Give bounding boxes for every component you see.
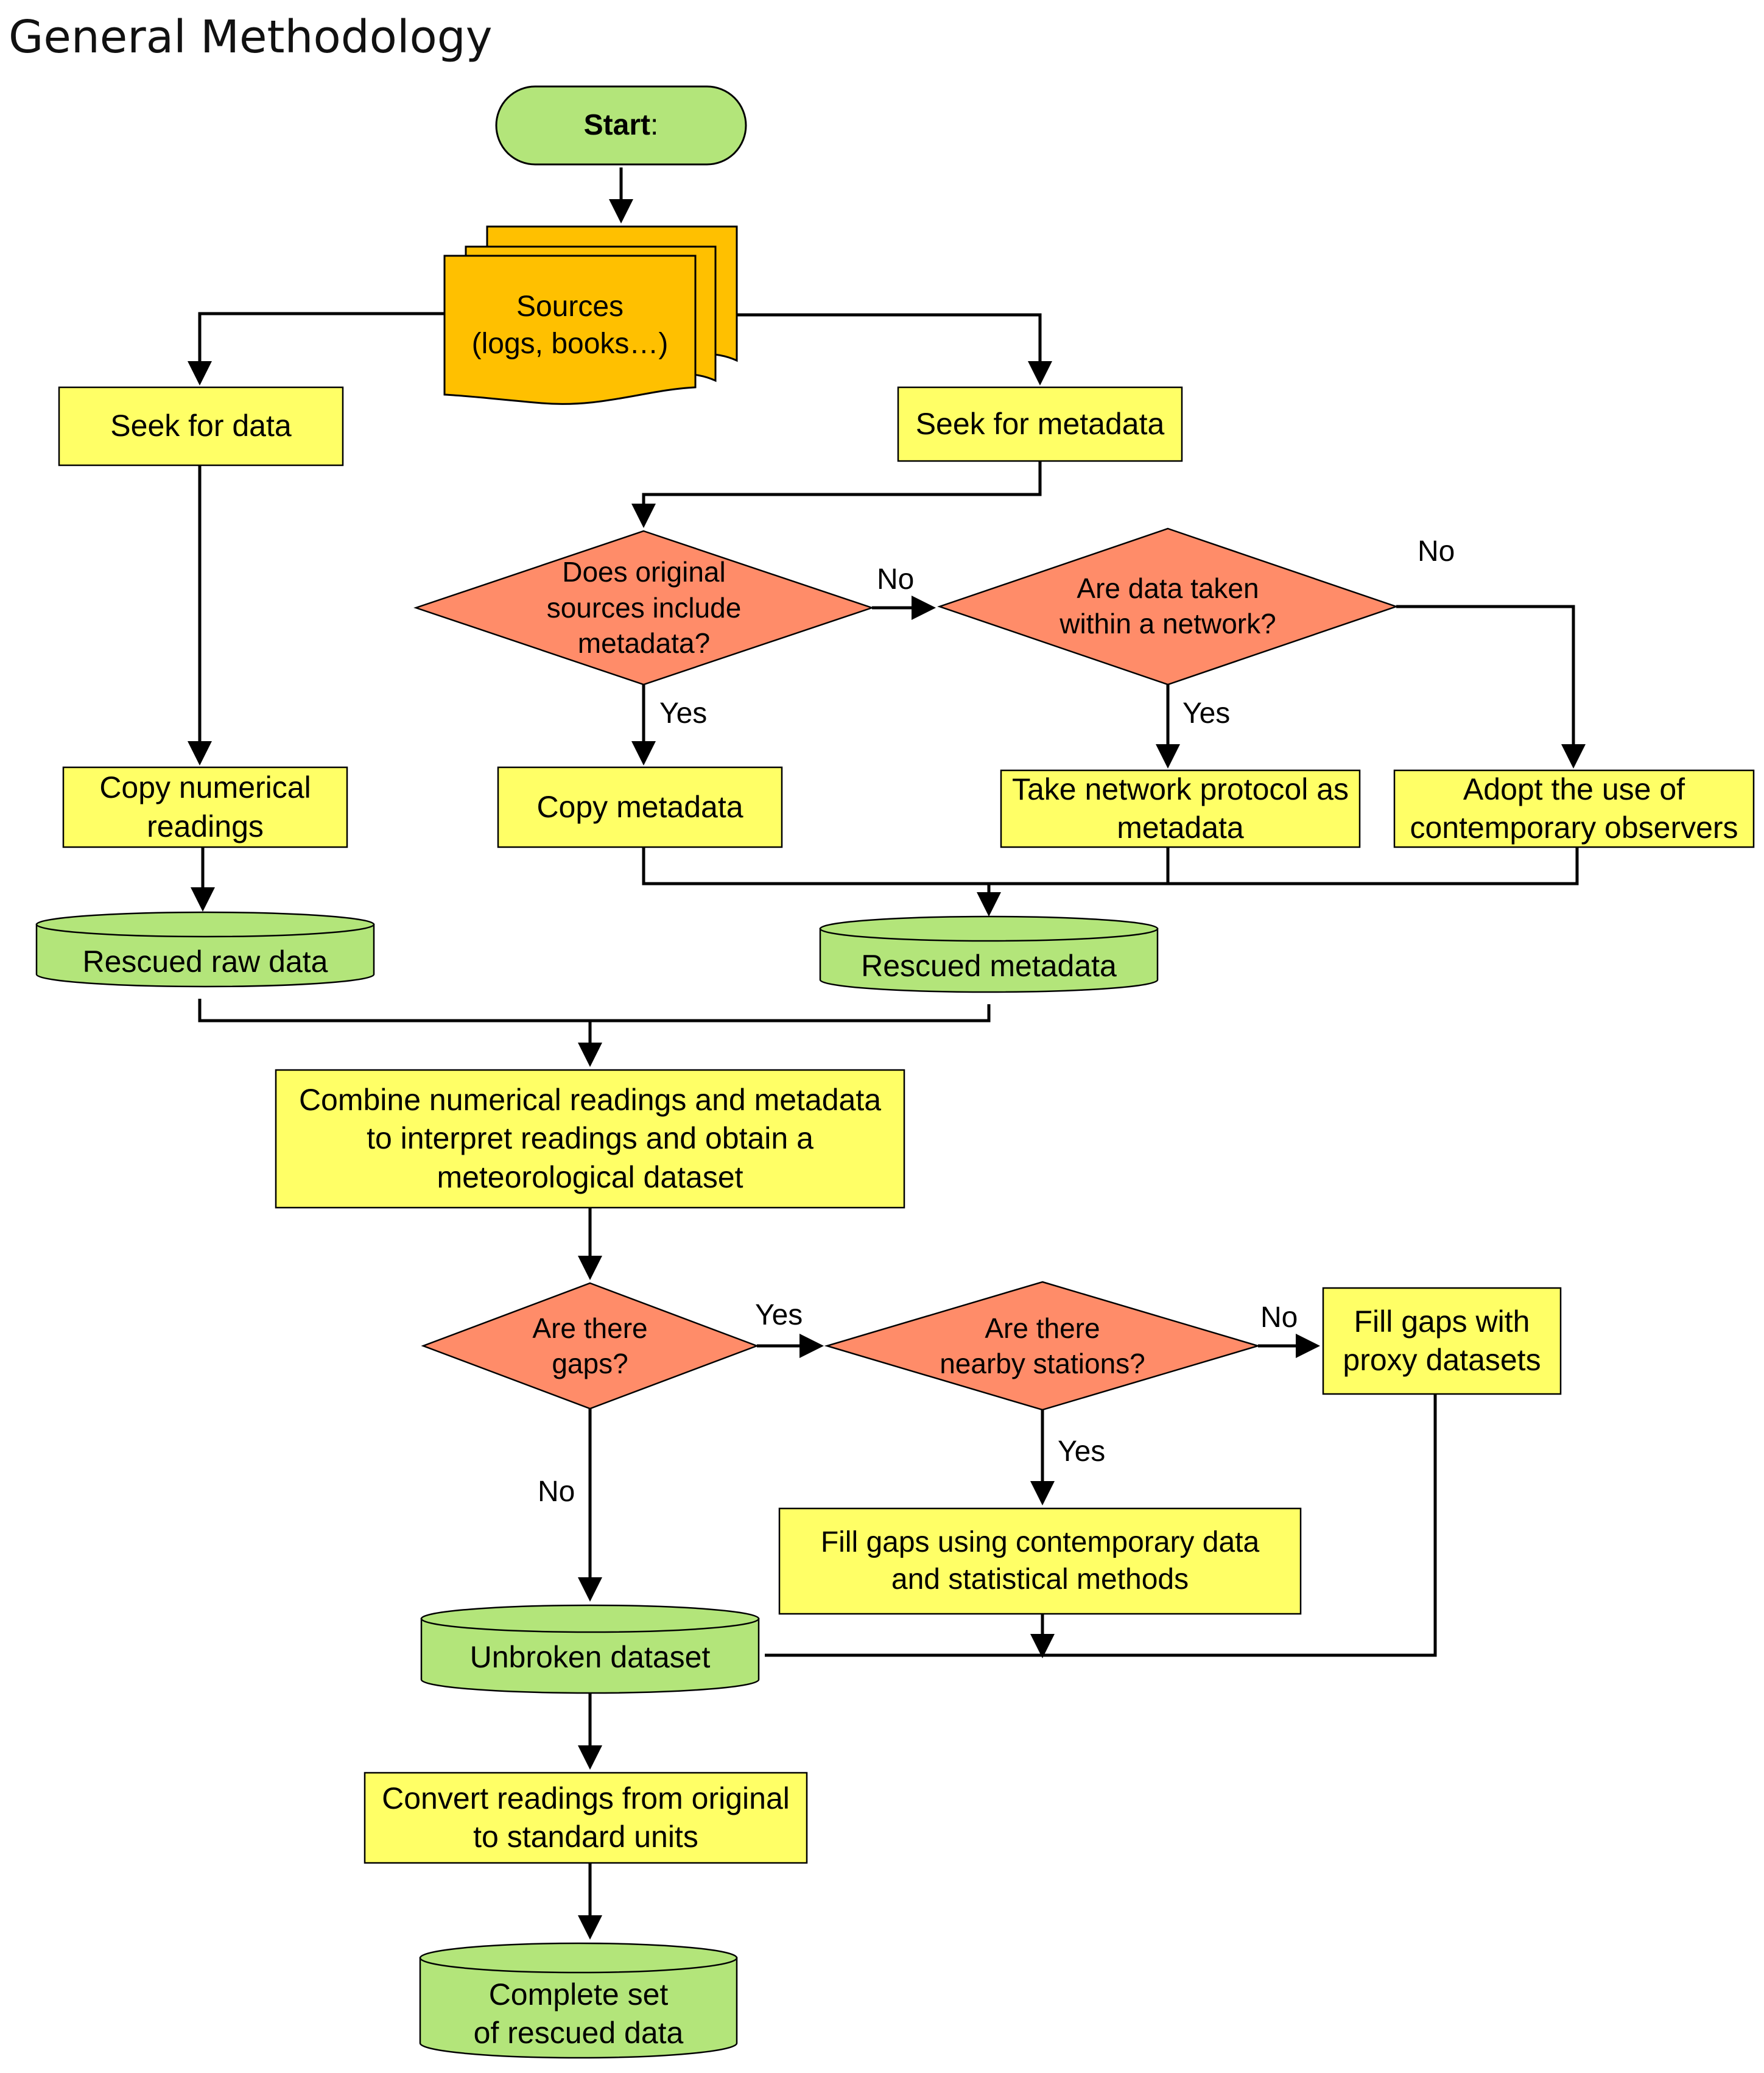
copy-metadata-box (497, 766, 783, 848)
fill-proxy-label: Fill gaps with proxy datasets (1343, 1304, 1541, 1378)
start-label-colon: : (650, 108, 659, 141)
network-protocol-label: Take network protocol as metadata (1011, 772, 1349, 845)
seek-data-box (58, 386, 344, 466)
rescued-raw-storage (35, 911, 375, 988)
complete-set-label: Complete set of rescued data (473, 1977, 684, 2050)
connectors (188, 167, 1586, 1940)
rescued-metadata-label: Rescued metadata (861, 949, 1117, 984)
start-terminal (495, 85, 747, 166)
fill-contemporary-box (778, 1507, 1302, 1615)
edge-label-original-no: No (877, 563, 915, 596)
fill-proxy-box (1322, 1287, 1562, 1395)
edge-network-no (1396, 605, 1586, 769)
seek-metadata-label: Seek for metadata (915, 406, 1165, 441)
edge-label-original-yes: Yes (659, 697, 708, 730)
convert-label: Convert readings from original to standa… (382, 1781, 790, 1854)
combine-box (275, 1069, 905, 1209)
network-protocol-box (1000, 769, 1361, 848)
edge-fills-unbroken (765, 1394, 1437, 1655)
seek-metadata-box (897, 386, 1183, 462)
network-label: Are data taken within a network? (1059, 572, 1276, 639)
edge-label-gaps-no: No (538, 1476, 575, 1508)
convert-box (364, 1772, 808, 1864)
rescued-raw-label: Rescued raw data (82, 945, 328, 979)
edge-sources-seek-metadata (737, 313, 1052, 385)
copy-numerical-label: Copy numerical readings (99, 770, 311, 843)
combine-label: Combine numerical readings and metadata … (298, 1082, 882, 1194)
copy-metadata-label: Copy metadata (536, 789, 743, 824)
nearby-stations-label: Are there nearby stations? (940, 1312, 1145, 1379)
edge-metadata-merge (642, 847, 1579, 885)
sources-label: Sources (logs, books…) (471, 290, 669, 360)
edge-label-network-yes: Yes (1182, 697, 1231, 730)
edge-label-nearby-yes: Yes (1058, 1435, 1106, 1468)
gaps-label: Are there gaps? (532, 1312, 648, 1379)
edge-sources-seek-data (188, 312, 445, 385)
original-sources-label: Does original sources include metadata? (546, 556, 742, 660)
unbroken-dataset-storage (420, 1604, 760, 1694)
edge-data-merge (198, 999, 991, 1022)
contemporary-observers-box (1393, 769, 1755, 848)
unbroken-label: Unbroken dataset (469, 1640, 711, 1675)
contemporary-observers-label: Adopt the use of contemporary observers (1410, 772, 1738, 845)
rescued-metadata-storage (819, 915, 1159, 993)
start-label: Start: (496, 86, 746, 164)
page-title: General Methodology (9, 11, 493, 63)
complete-set-storage (419, 1942, 738, 2059)
seek-data-label: Seek for data (110, 409, 292, 443)
edge-label-gaps-yes: Yes (755, 1299, 803, 1331)
copy-numerical-box (62, 766, 348, 848)
edge-label-nearby-no: No (1260, 1301, 1298, 1334)
edge-seek-metadata-decision (631, 461, 1042, 528)
edge-label-network-no: No (1418, 535, 1455, 568)
start-label-bold: Start (583, 108, 650, 141)
sources-document (443, 225, 738, 405)
fill-contemporary-label: Fill gaps using contemporary data and st… (820, 1526, 1260, 1596)
